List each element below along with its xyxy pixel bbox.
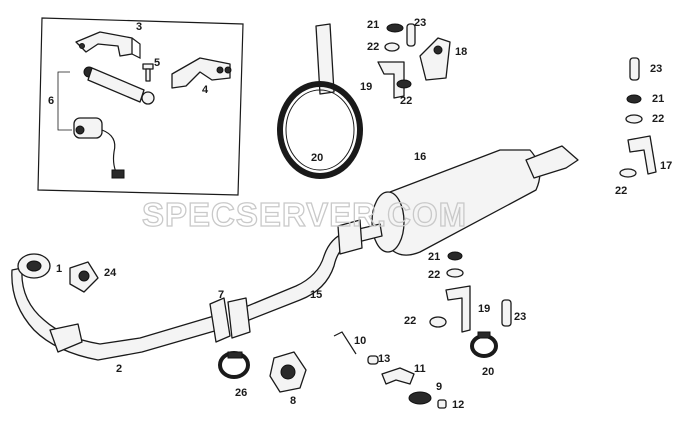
- callout-16: 16: [414, 151, 426, 163]
- hanger-assembly-right: [619, 57, 657, 178]
- flange-part-8: [269, 351, 307, 393]
- strap-ring-part-20: [277, 23, 363, 179]
- callout-23c: 23: [514, 311, 526, 323]
- callout-22a: 22: [367, 41, 379, 53]
- bolt-part-5: [142, 63, 154, 82]
- callout-19a: 19: [360, 81, 372, 93]
- callout-7: 7: [218, 289, 224, 301]
- callout-24: 24: [104, 267, 117, 279]
- callout-12: 12: [452, 399, 464, 411]
- gasket-part-24: [69, 261, 99, 293]
- small-hardware: [333, 331, 447, 409]
- callout-23b: 23: [650, 63, 662, 75]
- callout-26: 26: [235, 387, 247, 399]
- callout-15: 15: [310, 289, 322, 301]
- callout-17: 17: [660, 160, 672, 172]
- callout-18: 18: [455, 46, 467, 58]
- hanger-assembly-top: [377, 23, 451, 99]
- callout-8: 8: [290, 395, 296, 407]
- callout-19b: 19: [478, 303, 490, 315]
- callout-23a: 23: [414, 17, 426, 29]
- bracket-part-3: [75, 31, 141, 59]
- callout-20b: 20: [482, 366, 494, 378]
- front-pipe-part-2: [11, 253, 219, 361]
- callout-13: 13: [378, 353, 390, 365]
- bracket-part-4: [171, 57, 232, 89]
- hanger-assembly-lower: [429, 251, 512, 358]
- callout-3: 3: [136, 21, 142, 33]
- callout-22d: 22: [615, 185, 627, 197]
- callout-21a: 21: [367, 19, 379, 31]
- flange-joint-part-7: [209, 297, 251, 343]
- inset-detail-box: [37, 17, 244, 196]
- callout-9: 9: [436, 381, 442, 393]
- watermark-text: SPECSERVER.COM: [142, 196, 467, 233]
- callout-22f: 22: [404, 315, 416, 327]
- callout-2: 2: [116, 363, 122, 375]
- callout-22b: 22: [400, 95, 412, 107]
- callout-21b: 21: [652, 93, 664, 105]
- callout-4: 4: [202, 84, 209, 96]
- callout-22e: 22: [428, 269, 440, 281]
- clamp-part-26: [218, 351, 250, 379]
- callout-10: 10: [354, 335, 366, 347]
- callout-1: 1: [56, 263, 62, 275]
- callout-21c: 21: [428, 251, 440, 263]
- callout-22c: 22: [652, 113, 664, 125]
- pipe-part-15: [237, 219, 383, 323]
- callout-6: 6: [48, 95, 54, 107]
- cylinder-part-6: [57, 66, 155, 179]
- callout-5: 5: [154, 57, 160, 69]
- callout-11: 11: [414, 363, 426, 375]
- callout-20a: 20: [311, 152, 323, 164]
